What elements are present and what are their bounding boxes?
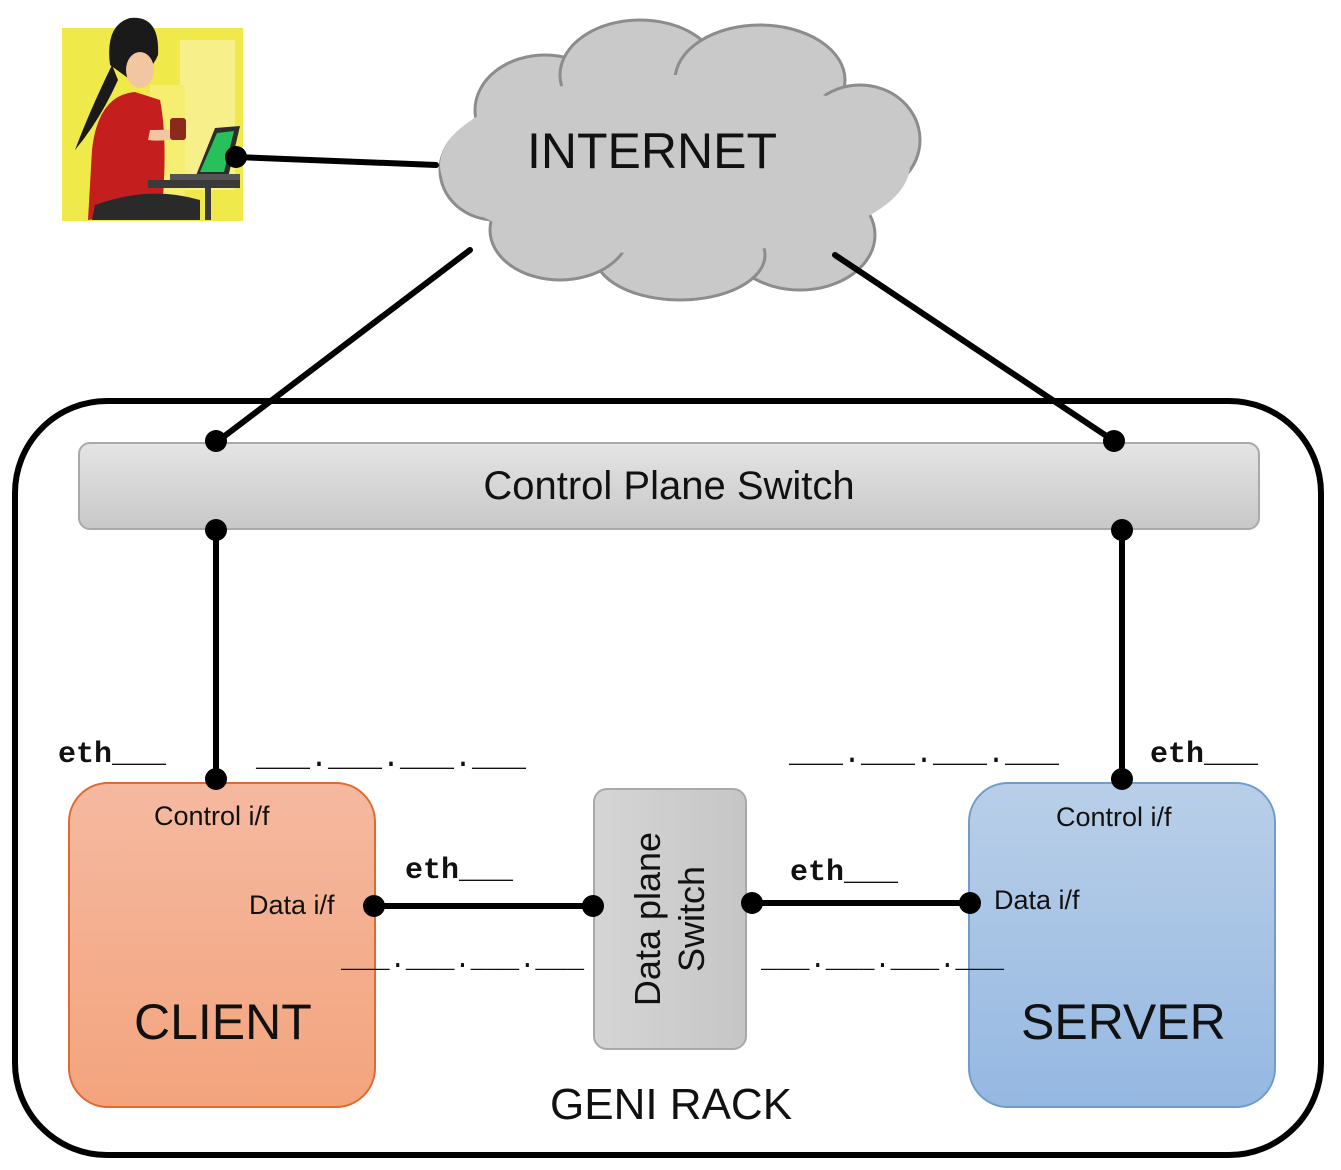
geni-rack-label: GENI RACK <box>550 1080 793 1129</box>
client-data-if-label: Data i/f <box>249 890 335 920</box>
connector-dot <box>205 519 227 541</box>
server-label: SERVER <box>1021 994 1226 1050</box>
client-control-ip-blank: ___.___.___.___ <box>256 742 527 776</box>
connector-dot <box>582 895 604 917</box>
connector-dot <box>741 892 763 914</box>
client-label: CLIENT <box>134 994 312 1050</box>
connector-dot <box>363 895 385 917</box>
connector-dot <box>1111 519 1133 541</box>
link-internet-cps-right <box>832 252 1117 444</box>
internet-label: INTERNET <box>527 123 777 179</box>
control-plane-switch: Control Plane Switch <box>78 442 1260 530</box>
cloud-icon <box>438 18 922 302</box>
client-node <box>68 782 376 1108</box>
connector-dot <box>205 430 227 452</box>
client-control-if-label: Control i/f <box>154 801 270 831</box>
connector-dot <box>959 892 981 914</box>
client-data-ip-blank: ___.___.___.___ <box>341 946 585 976</box>
connector-dot <box>1111 768 1133 790</box>
server-data-eth-label: eth___ <box>790 856 899 890</box>
server-node <box>968 782 1276 1108</box>
server-control-ip-blank: ___.___.___.___ <box>789 738 1060 772</box>
server-control-eth-label: eth___ <box>1150 738 1259 772</box>
client-control-eth-label: eth___ <box>58 738 167 772</box>
server-control-if-label: Control i/f <box>1056 802 1172 832</box>
geni-rack-boundary <box>12 398 1324 1158</box>
link-user-internet <box>233 154 439 168</box>
server-data-if-label: Data i/f <box>994 885 1080 915</box>
connector-dot <box>1103 430 1125 452</box>
server-data-ip-blank: ___.___.___.___ <box>761 946 1005 976</box>
woman-at-laptop-icon <box>62 17 243 221</box>
client-data-eth-label: eth___ <box>405 854 514 888</box>
connector-dot <box>205 768 227 790</box>
link-internet-cps-left <box>215 247 473 444</box>
control-plane-switch-label: Control Plane Switch <box>483 463 855 508</box>
data-plane-switch <box>593 788 747 1050</box>
connector-dot <box>225 146 247 168</box>
